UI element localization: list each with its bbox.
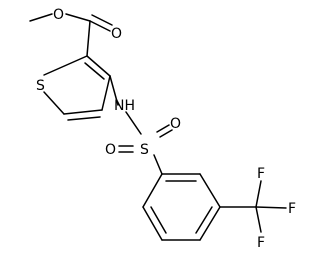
bond-s-c5 bbox=[43, 91, 65, 115]
bond-c4-c3 bbox=[101, 75, 111, 111]
bond-s-o-right-a bbox=[156, 124, 170, 133]
atom-o-sulfonyl-left: O bbox=[105, 142, 116, 158]
bond-s-o-right-b bbox=[159, 129, 173, 138]
atom-o-ester-double: O bbox=[111, 26, 122, 42]
bond-ar-5-6 bbox=[142, 206, 163, 241]
atom-o-sulfonyl-right: O bbox=[170, 116, 181, 132]
bond-c3-nh bbox=[109, 75, 119, 106]
atom-f-bottom: F bbox=[257, 235, 265, 251]
bond-ar-2-3 bbox=[199, 173, 221, 208]
bond-ar-6-1 bbox=[142, 173, 163, 208]
bond-carbonyl-c2 bbox=[86, 20, 91, 57]
bond-c3-c2-b bbox=[84, 62, 105, 80]
atom-f-top: F bbox=[257, 166, 265, 182]
bond-c-f-bottom bbox=[255, 206, 262, 233]
atom-o-ester-single: O bbox=[53, 7, 64, 23]
bond-ar-3-4 bbox=[199, 206, 221, 241]
structure-canvas: O O S NH S O O F F F bbox=[29, 7, 296, 251]
bond-c5-c4-b bbox=[67, 116, 101, 121]
atom-s-sulfonyl: S bbox=[140, 142, 149, 158]
molecule-diagram: O O S NH S O O F F F bbox=[29, 7, 296, 251]
bond-c2-s bbox=[43, 55, 88, 76]
bond-carbonyl-o-double-b bbox=[91, 14, 113, 26]
bond-methyl-o bbox=[29, 13, 53, 22]
bond-c3-c2-a bbox=[86, 55, 111, 77]
bond-carbonyl-o-double-a bbox=[89, 20, 111, 32]
atom-s-thiophene: S bbox=[36, 78, 45, 94]
bond-nh-s bbox=[125, 111, 142, 135]
bond-c5-c4-a bbox=[63, 109, 103, 115]
bond-c-f-right bbox=[255, 206, 287, 209]
atom-nh: NH bbox=[114, 98, 135, 114]
bond-ar-inner-3 bbox=[150, 206, 167, 234]
bond-c-f-top bbox=[255, 180, 262, 208]
bond-s-phenyl bbox=[153, 154, 163, 175]
atom-f-right: F bbox=[288, 201, 296, 217]
bond-ar-inner-2 bbox=[195, 206, 213, 234]
bond-o-carbonyl bbox=[65, 13, 91, 22]
